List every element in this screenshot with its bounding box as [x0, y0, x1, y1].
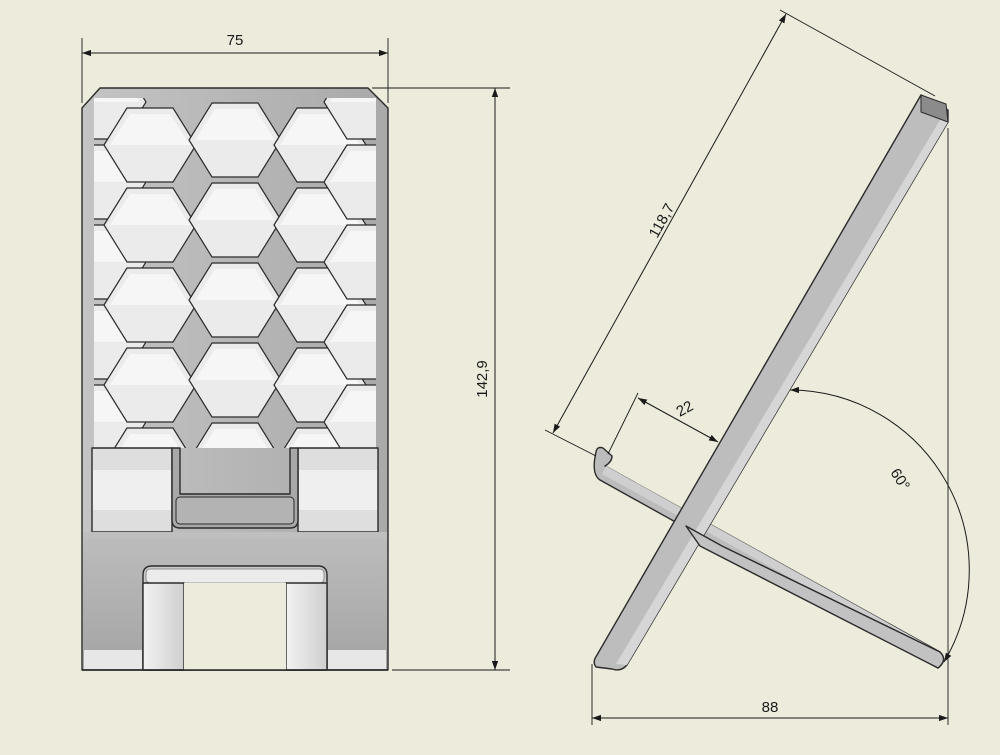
arch-top-band [145, 568, 325, 584]
hex-cutout-highlight [120, 434, 180, 448]
side-base-width-dimension: 88 [591, 128, 949, 725]
hex-cutout-highlight [202, 429, 268, 448]
front-view [81, 87, 389, 671]
side-base-leg-front [685, 525, 945, 669]
cradle-channel-floor [175, 496, 295, 525]
left-leg-face [142, 582, 185, 671]
hex-cutout-highlight [330, 231, 376, 262]
hex-cutout-highlight [330, 151, 376, 182]
cradle-right-block-highlight [299, 470, 377, 510]
hex-lattice [94, 98, 376, 448]
front-height-dimension: 142,9 [372, 87, 510, 671]
side-angle-value: 60° [886, 465, 913, 493]
hex-cutout-highlight [195, 269, 275, 300]
front-lower-top-edge [83, 532, 387, 538]
hex-cutout-highlight [330, 391, 376, 422]
right-foot-highlight [328, 650, 386, 669]
side-support-plate [593, 94, 949, 671]
hex-cutout-highlight [110, 114, 190, 145]
hex-cutout-highlight [110, 194, 190, 225]
hex-cutout-highlight [330, 311, 376, 342]
hex-cutout-highlight [330, 98, 376, 102]
front-height-value: 142,9 [474, 360, 491, 398]
cradle-left-block-highlight [93, 470, 171, 510]
hex-cutout-highlight [195, 109, 275, 140]
hex-cutout-highlight [94, 98, 140, 102]
hex-cutout-highlight [195, 349, 275, 380]
side-lip-dimension: 22 [607, 392, 719, 455]
hex-cutout-highlight [110, 354, 190, 385]
arch-inner-gap [184, 583, 286, 670]
hex-cutout [323, 98, 376, 140]
hex-cutout-highlight [110, 274, 190, 305]
right-leg-face [285, 582, 328, 671]
side-slot-length-value: 118,7 [646, 201, 679, 241]
front-width-dimension: 75 [81, 32, 389, 103]
hex-cutout-highlight [195, 189, 275, 220]
side-base-width-value: 88 [762, 699, 779, 716]
side-view [593, 94, 949, 671]
front-width-value: 75 [227, 32, 244, 49]
side-lip-value: 22 [673, 398, 696, 421]
side-plate-top-cap [920, 94, 949, 123]
left-foot-highlight [84, 650, 142, 669]
